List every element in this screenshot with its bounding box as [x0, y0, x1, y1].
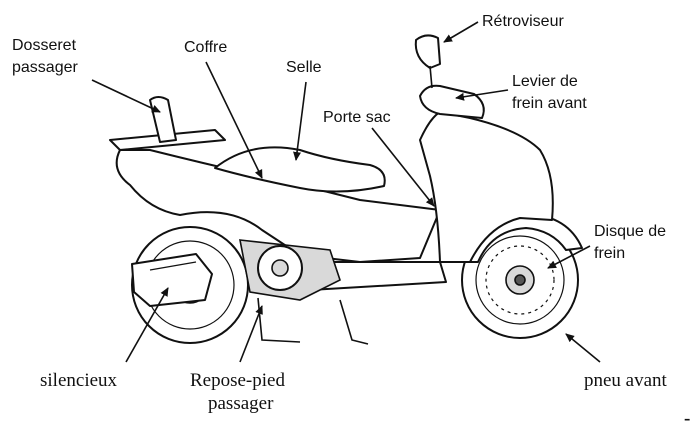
label-levier-line1: Levier de: [512, 73, 578, 90]
label-pneu-avant: pneu avant: [584, 370, 668, 391]
label-levier-line2: frein avant: [512, 95, 587, 112]
label-repose-line2: passager: [208, 393, 274, 414]
seat: [214, 146, 386, 193]
label-dosseret-line1: Dosseret: [12, 37, 77, 54]
passenger-footrest-part: [257, 297, 301, 343]
mirror: [414, 34, 441, 69]
label-selle: Selle: [286, 59, 322, 76]
scooter-illustration: [109, 34, 583, 345]
kickstand: [339, 299, 369, 345]
label-retroviseur: Rétroviseur: [482, 13, 564, 30]
label-dosseret-line2: passager: [12, 59, 78, 76]
callout-lines: [91, 21, 601, 363]
corner-mark: -: [684, 408, 690, 426]
label-disque-line2: frein: [594, 245, 625, 262]
label-porte-sac: Porte sac: [323, 109, 391, 126]
label-repose-line1: Repose-pied: [190, 370, 285, 391]
handlebar-column: [419, 84, 485, 119]
label-silencieux: silencieux: [40, 370, 118, 391]
label-disque-line1: Disque de: [594, 223, 666, 240]
muffler: [131, 253, 213, 307]
front-wheel: [461, 221, 579, 339]
label-coffre: Coffre: [184, 39, 227, 56]
